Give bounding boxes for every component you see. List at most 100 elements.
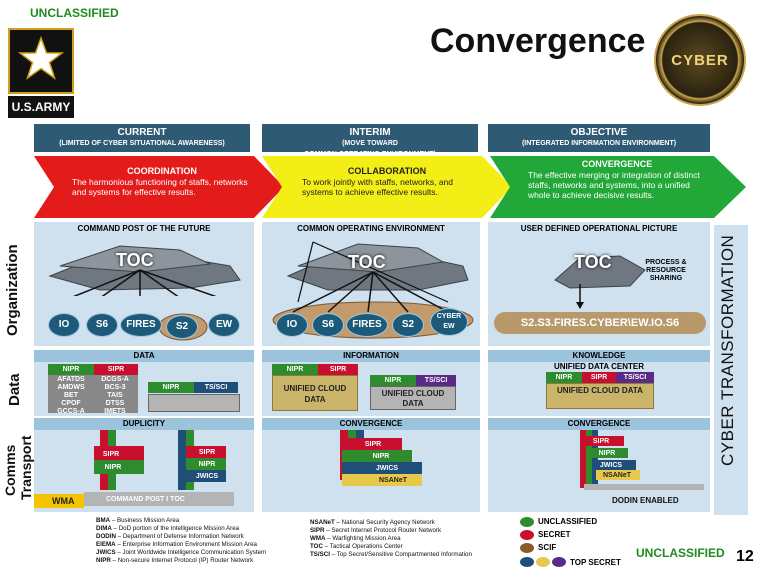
org-node-s6: S6 <box>86 313 118 337</box>
net-tag-nipr: NIPR <box>272 364 318 375</box>
comms-tag-sipr: SIPR <box>198 449 216 456</box>
chevron-coordination-text: COORDINATION The harmonious functioning … <box>72 166 252 197</box>
column-header-interim: INTERIM (MOVE TOWARD COMMON OPERATING EN… <box>262 124 478 158</box>
org-node-fires: FIRES <box>346 313 388 337</box>
net-tag-sipr: SIPR <box>318 364 358 375</box>
chevron-band <box>34 156 746 218</box>
panel-caption: COMMAND POST OF THE FUTURE <box>77 224 211 233</box>
net-tag-tssci: TS/SCI <box>194 382 238 393</box>
army-logo: U.S.ARMY <box>8 28 74 122</box>
comms-pipes-current <box>34 430 234 508</box>
legend-item: DODIN – Department of Defense Informatio… <box>96 533 244 540</box>
toc-label-interim: TOC <box>348 252 386 272</box>
chevron-description: The effective merging or integration of … <box>528 170 700 200</box>
row-label-transport: Transport <box>18 435 34 500</box>
legend-abbreviations-left: BMA – Business Mission Area DIMA – DoD p… <box>96 517 306 565</box>
column-title: INTERIM <box>349 127 391 138</box>
legend-dot-secret <box>520 530 534 540</box>
row-label-comms: Comms <box>2 444 18 496</box>
cyber-transformation-label: CYBER TRANSFORMATION <box>718 234 737 466</box>
column-subtitle: (INTEGRATED INFORMATION ENVIRONMENT) <box>521 140 677 147</box>
army-wordmark: U.S.ARMY <box>8 96 74 118</box>
legend-dot-top-secret-navy <box>520 557 534 567</box>
legend-item: DIMA – DoD portion of the Intelligence M… <box>96 525 240 532</box>
classification-bottom: UNCLASSIFIED <box>636 546 725 560</box>
chevron-collaboration-text: COLLABORATION To work jointly with staff… <box>302 166 472 197</box>
legend-item: NSANeT – National Security Agency Networ… <box>310 519 435 526</box>
process-resource-sharing: PROCESS & RESOURCE SHARING <box>645 259 687 282</box>
comms-tag-jwics: JWICS <box>195 473 219 480</box>
tssci-data-store <box>148 394 240 412</box>
column-header-objective: OBJECTIVE (INTEGRATED INFORMATION ENVIRO… <box>488 124 710 152</box>
net-tag-sipr: SIPR <box>582 372 616 383</box>
classification-top: UNCLASSIFIED <box>30 6 119 20</box>
cyber-transformation-band <box>714 225 748 515</box>
org-node-io: IO <box>276 313 308 337</box>
legend-item: EIEMA – Enterprise Information Environme… <box>96 541 257 548</box>
seal-text: CYBER <box>671 52 729 69</box>
panel-caption: COMMON OPERATING ENVIRONMENT <box>297 224 445 233</box>
net-tag-nipr: NIPR <box>370 375 416 386</box>
org-node-fires: FIRES <box>120 313 162 337</box>
legend-label-secret: SECRET <box>538 530 571 539</box>
comms-pipes-interim <box>340 430 422 486</box>
legend-label-top-secret: TOP SECRET <box>570 558 621 567</box>
legend-item: NIPR – Non-secure Internet Protocol (IP)… <box>96 557 254 564</box>
chevron-coordination <box>34 156 284 218</box>
toc-label-current: TOC <box>116 250 154 270</box>
legend-item: JWICS – Joint Worldwide Intelligence Com… <box>96 549 267 556</box>
column-subtitle: (LIMITED OF CYBER SITUATIONAL AWARENESS) <box>59 140 225 147</box>
chevron-collaboration <box>262 156 512 218</box>
data-band-current: DATA <box>34 350 254 362</box>
chevron-title: COORDINATION <box>127 166 197 176</box>
systems-grid <box>48 375 138 413</box>
comms-band-current: DUPLICITY <box>34 418 254 430</box>
chevron-description: The harmonious functioning of staffs, ne… <box>72 177 248 197</box>
comms-band-objective: CONVERGENCE <box>488 418 710 430</box>
legend-item: TOC – Tactical Operations Center <box>310 543 403 550</box>
comms-tag-nipr: NIPR <box>598 450 616 457</box>
legend-item: BMA – Business Mission Area <box>96 517 180 524</box>
unified-cloud-data-objective: UNIFIED CLOUD DATA <box>546 383 654 409</box>
comms-tag-jwics: JWICS <box>599 462 623 469</box>
legend-item: WMA – Warfighting Mission Area <box>310 535 401 542</box>
comms-tag-sipr: SIPR <box>102 451 120 458</box>
org-node-io: IO <box>48 313 80 337</box>
comms-tag-sipr: SIPR <box>364 441 382 448</box>
column-subtitle: (MOVE TOWARD <box>342 140 398 147</box>
comms-tag-nsanet: NSANeT <box>602 472 631 479</box>
panel-caption: USER DEFINED OPERATIONAL PICTURE <box>520 224 678 233</box>
column-title: CURRENT <box>117 127 167 138</box>
org-node-s2: S2 <box>166 315 198 339</box>
net-tag-tssci: TS/SCI <box>416 375 456 386</box>
net-tag-tssci: TS/SCI <box>616 372 654 383</box>
chevron-title: CONVERGENCE <box>581 159 653 169</box>
column-header-current: CURRENT (LIMITED OF CYBER SITUATIONAL AW… <box>34 124 250 152</box>
legend-dot-top-secret-purple <box>552 557 566 567</box>
army-star-icon <box>18 36 64 80</box>
chevron-description: To work jointly with staffs, networks, a… <box>302 177 454 197</box>
cyber-seal-logo: CYBER <box>654 14 746 106</box>
dodin-enabled-label: DODIN ENABLED <box>612 496 679 505</box>
column-title: OBJECTIVE <box>570 127 628 138</box>
comms-tag-nipr: NIPR <box>104 464 122 471</box>
toc-label-objective: TOC <box>574 252 612 272</box>
legend-abbreviations-mid: NSANeT – National Security Agency Networ… <box>310 519 520 559</box>
net-tag-sipr: SIPR <box>94 364 138 375</box>
org-node-s2: S2 <box>392 313 424 337</box>
legend-item: TS/SCI – Top Secret/Sensitive Compartmen… <box>310 551 472 558</box>
unified-staff-bar: S2.S3.FIRES.CYBER\EW.IO.S6 <box>494 312 706 334</box>
org-node-s6: S6 <box>312 313 344 337</box>
column-subtitle: COMMON OPERATING ENVIRONMENT) <box>304 151 436 158</box>
page-number: 12 <box>736 548 754 565</box>
row-label-data: Data <box>6 373 23 406</box>
comms-tag-jwics: JWICS <box>375 465 399 472</box>
legend-dot-top-secret-gold <box>536 557 550 567</box>
net-tag-nipr: NIPR <box>546 372 582 383</box>
chevron-convergence-text: CONVERGENCE The effective merging or int… <box>528 159 706 200</box>
legend-dot-scif <box>520 543 534 553</box>
legend-item: SIPR – Secret Internet Protocol Router N… <box>310 527 442 534</box>
comms-tag-nipr: NIPR <box>198 461 216 468</box>
